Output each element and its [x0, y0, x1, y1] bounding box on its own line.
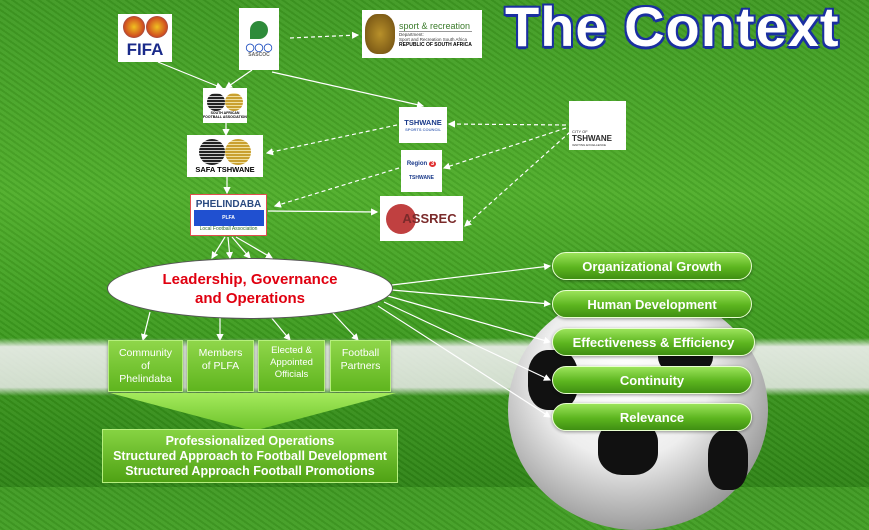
sport-recreation-logo: sport & recreation Department: Sport and…: [362, 10, 482, 58]
outcome-human-development: Human Development: [552, 290, 752, 318]
fifa-logo: FIFA: [118, 14, 172, 62]
connector-lines: [140, 31, 552, 418]
safa-logo: SOUTH AFRICAN FOOTBALL ASSOCIATION: [203, 88, 247, 123]
outcome-organizational-growth: Organizational Growth: [552, 252, 752, 280]
slide-title: The Context: [505, 0, 840, 58]
phelindaba-logo: PHELINDABA PLFA Local Football Associati…: [190, 194, 267, 236]
outcome-effectiveness-efficiency: Effectiveness & Efficiency: [552, 328, 755, 356]
safa-tshwane-logo: SAFA TSHWANE: [187, 135, 263, 177]
region-3-logo: Region 3 TSHWANE: [401, 150, 442, 192]
assrec-logo: ASSREC: [380, 196, 463, 241]
outcome-continuity: Continuity: [552, 366, 752, 394]
outcome-relevance: Relevance: [552, 403, 752, 431]
city-of-tshwane-logo: CITY OF TSHWANE IGNITING EXCELLENCE: [569, 101, 626, 150]
sascoc-logo: ◯◯◯SASCOC: [239, 8, 279, 70]
